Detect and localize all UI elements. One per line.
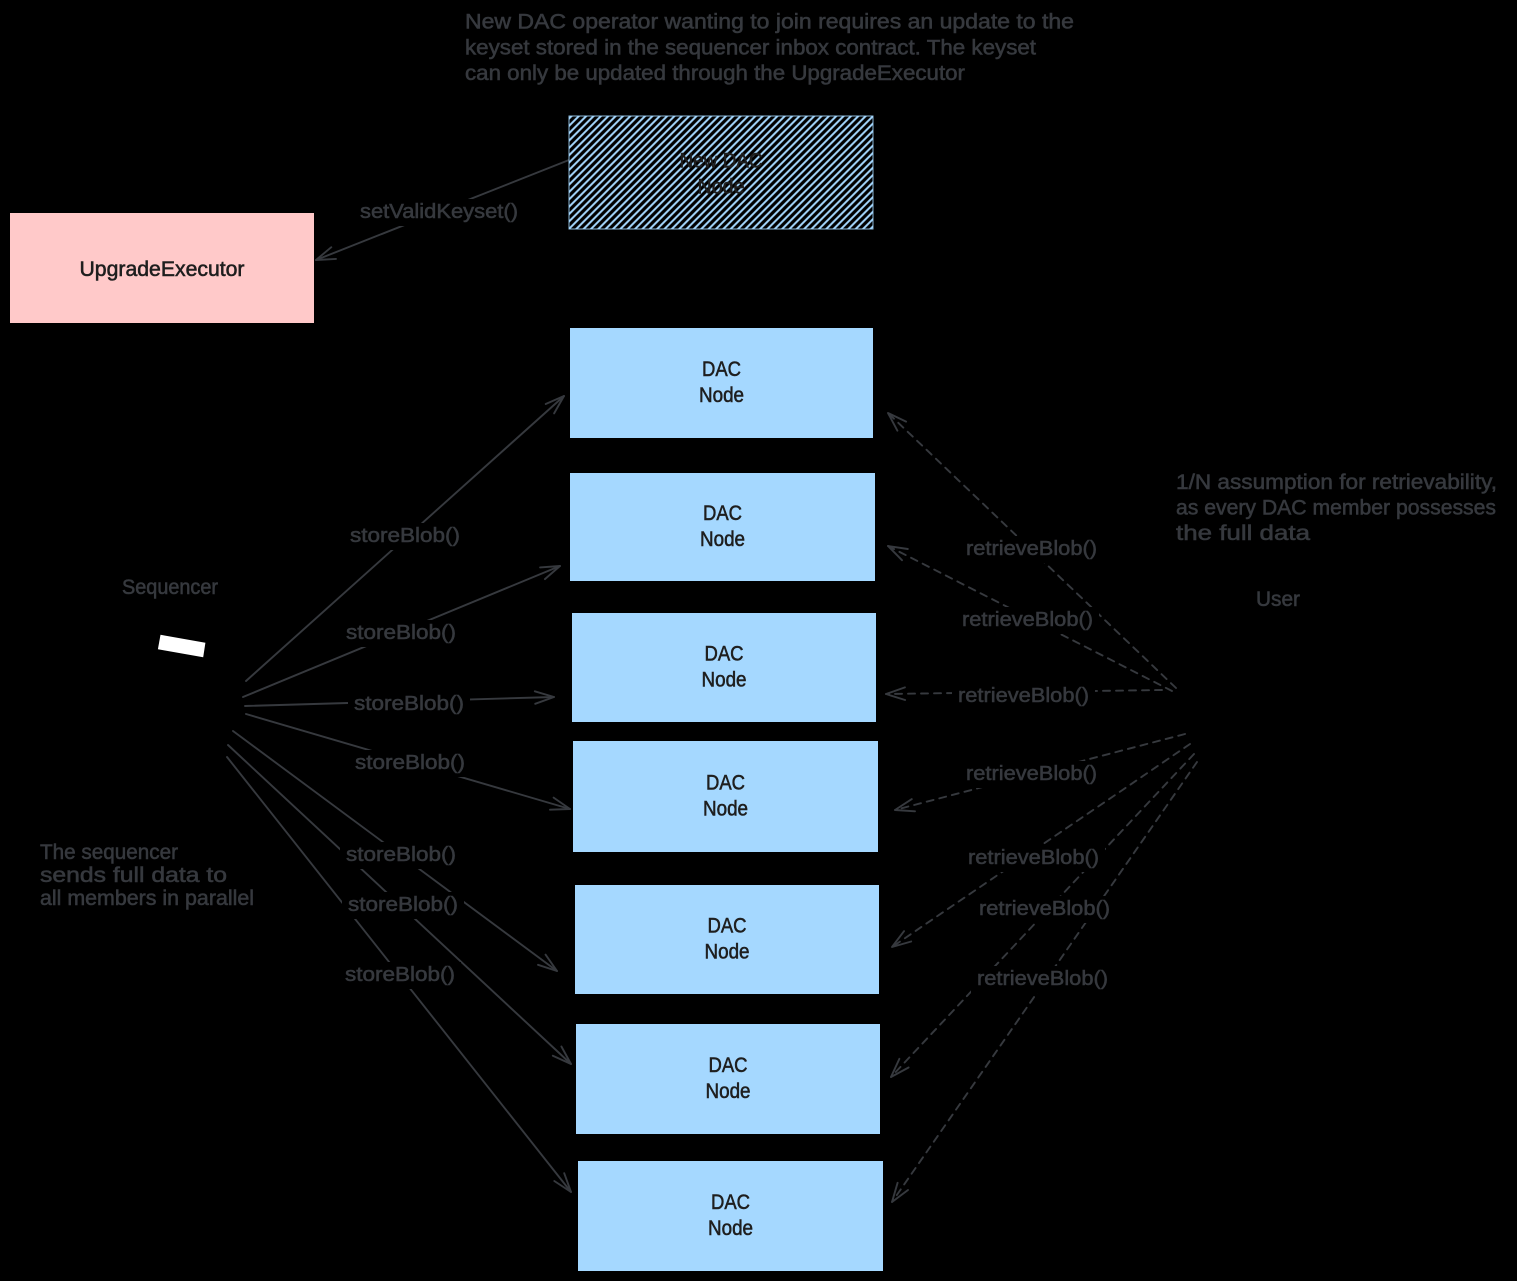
svg-text:keyset stored in the sequencer: keyset stored in the sequencer inbox con… bbox=[465, 36, 1036, 59]
svg-text:New DAC operator wanting to jo: New DAC operator wanting to join require… bbox=[465, 11, 1074, 34]
svg-text:storeBlob(): storeBlob() bbox=[355, 752, 465, 774]
svg-text:can only be updated through th: can only be updated through the UpgradeE… bbox=[465, 62, 965, 85]
svg-text:Node: Node bbox=[706, 1080, 751, 1103]
svg-text:DAC: DAC bbox=[709, 1054, 748, 1077]
svg-text:Node: Node bbox=[700, 528, 745, 551]
svg-text:storeBlob(): storeBlob() bbox=[354, 693, 464, 715]
svg-text:Node: Node bbox=[705, 941, 750, 964]
svg-text:DAC: DAC bbox=[706, 772, 745, 795]
svg-text:UpgradeExecutor: UpgradeExecutor bbox=[80, 258, 245, 281]
svg-text:User: User bbox=[1256, 588, 1300, 611]
svg-text:storeBlob(): storeBlob() bbox=[350, 525, 460, 547]
svg-text:1/N assumption for retrievabil: 1/N assumption for retrievability, bbox=[1176, 471, 1497, 494]
svg-text:retrieveBlob(): retrieveBlob() bbox=[966, 763, 1097, 785]
svg-text:retrieveBlob(): retrieveBlob() bbox=[977, 968, 1108, 990]
svg-text:DAC: DAC bbox=[703, 502, 742, 525]
svg-text:the full data: the full data bbox=[1176, 522, 1310, 545]
svg-text:The sequencer: The sequencer bbox=[40, 841, 178, 864]
svg-text:setValidKeyset(): setValidKeyset() bbox=[360, 201, 518, 223]
svg-text:Node: Node bbox=[708, 1217, 753, 1240]
svg-text:New DAC: New DAC bbox=[680, 150, 763, 173]
svg-text:DAC: DAC bbox=[711, 1191, 750, 1214]
svg-text:DAC: DAC bbox=[702, 358, 741, 381]
svg-text:storeBlob(): storeBlob() bbox=[345, 964, 455, 986]
svg-text:storeBlob(): storeBlob() bbox=[346, 622, 456, 644]
svg-text:Node: Node bbox=[699, 384, 744, 407]
svg-text:storeBlob(): storeBlob() bbox=[348, 894, 458, 916]
svg-text:as every DAC member possesses: as every DAC member possesses bbox=[1176, 497, 1496, 520]
svg-text:all members in parallel: all members in parallel bbox=[40, 887, 254, 910]
svg-text:retrieveBlob(): retrieveBlob() bbox=[966, 538, 1097, 560]
svg-text:retrieveBlob(): retrieveBlob() bbox=[979, 898, 1110, 920]
svg-text:storeBlob(): storeBlob() bbox=[346, 844, 456, 866]
svg-text:retrieveBlob(): retrieveBlob() bbox=[968, 847, 1099, 869]
svg-text:DAC: DAC bbox=[705, 643, 744, 666]
svg-text:retrieveBlob(): retrieveBlob() bbox=[962, 609, 1093, 631]
svg-text:Node: Node bbox=[702, 669, 747, 692]
svg-text:DAC: DAC bbox=[708, 915, 747, 938]
svg-text:retrieveBlob(): retrieveBlob() bbox=[958, 685, 1089, 707]
svg-text:sends full data to: sends full data to bbox=[40, 864, 227, 887]
svg-text:Node: Node bbox=[698, 176, 745, 199]
svg-text:Sequencer: Sequencer bbox=[122, 576, 218, 599]
svg-text:Node: Node bbox=[703, 798, 748, 821]
